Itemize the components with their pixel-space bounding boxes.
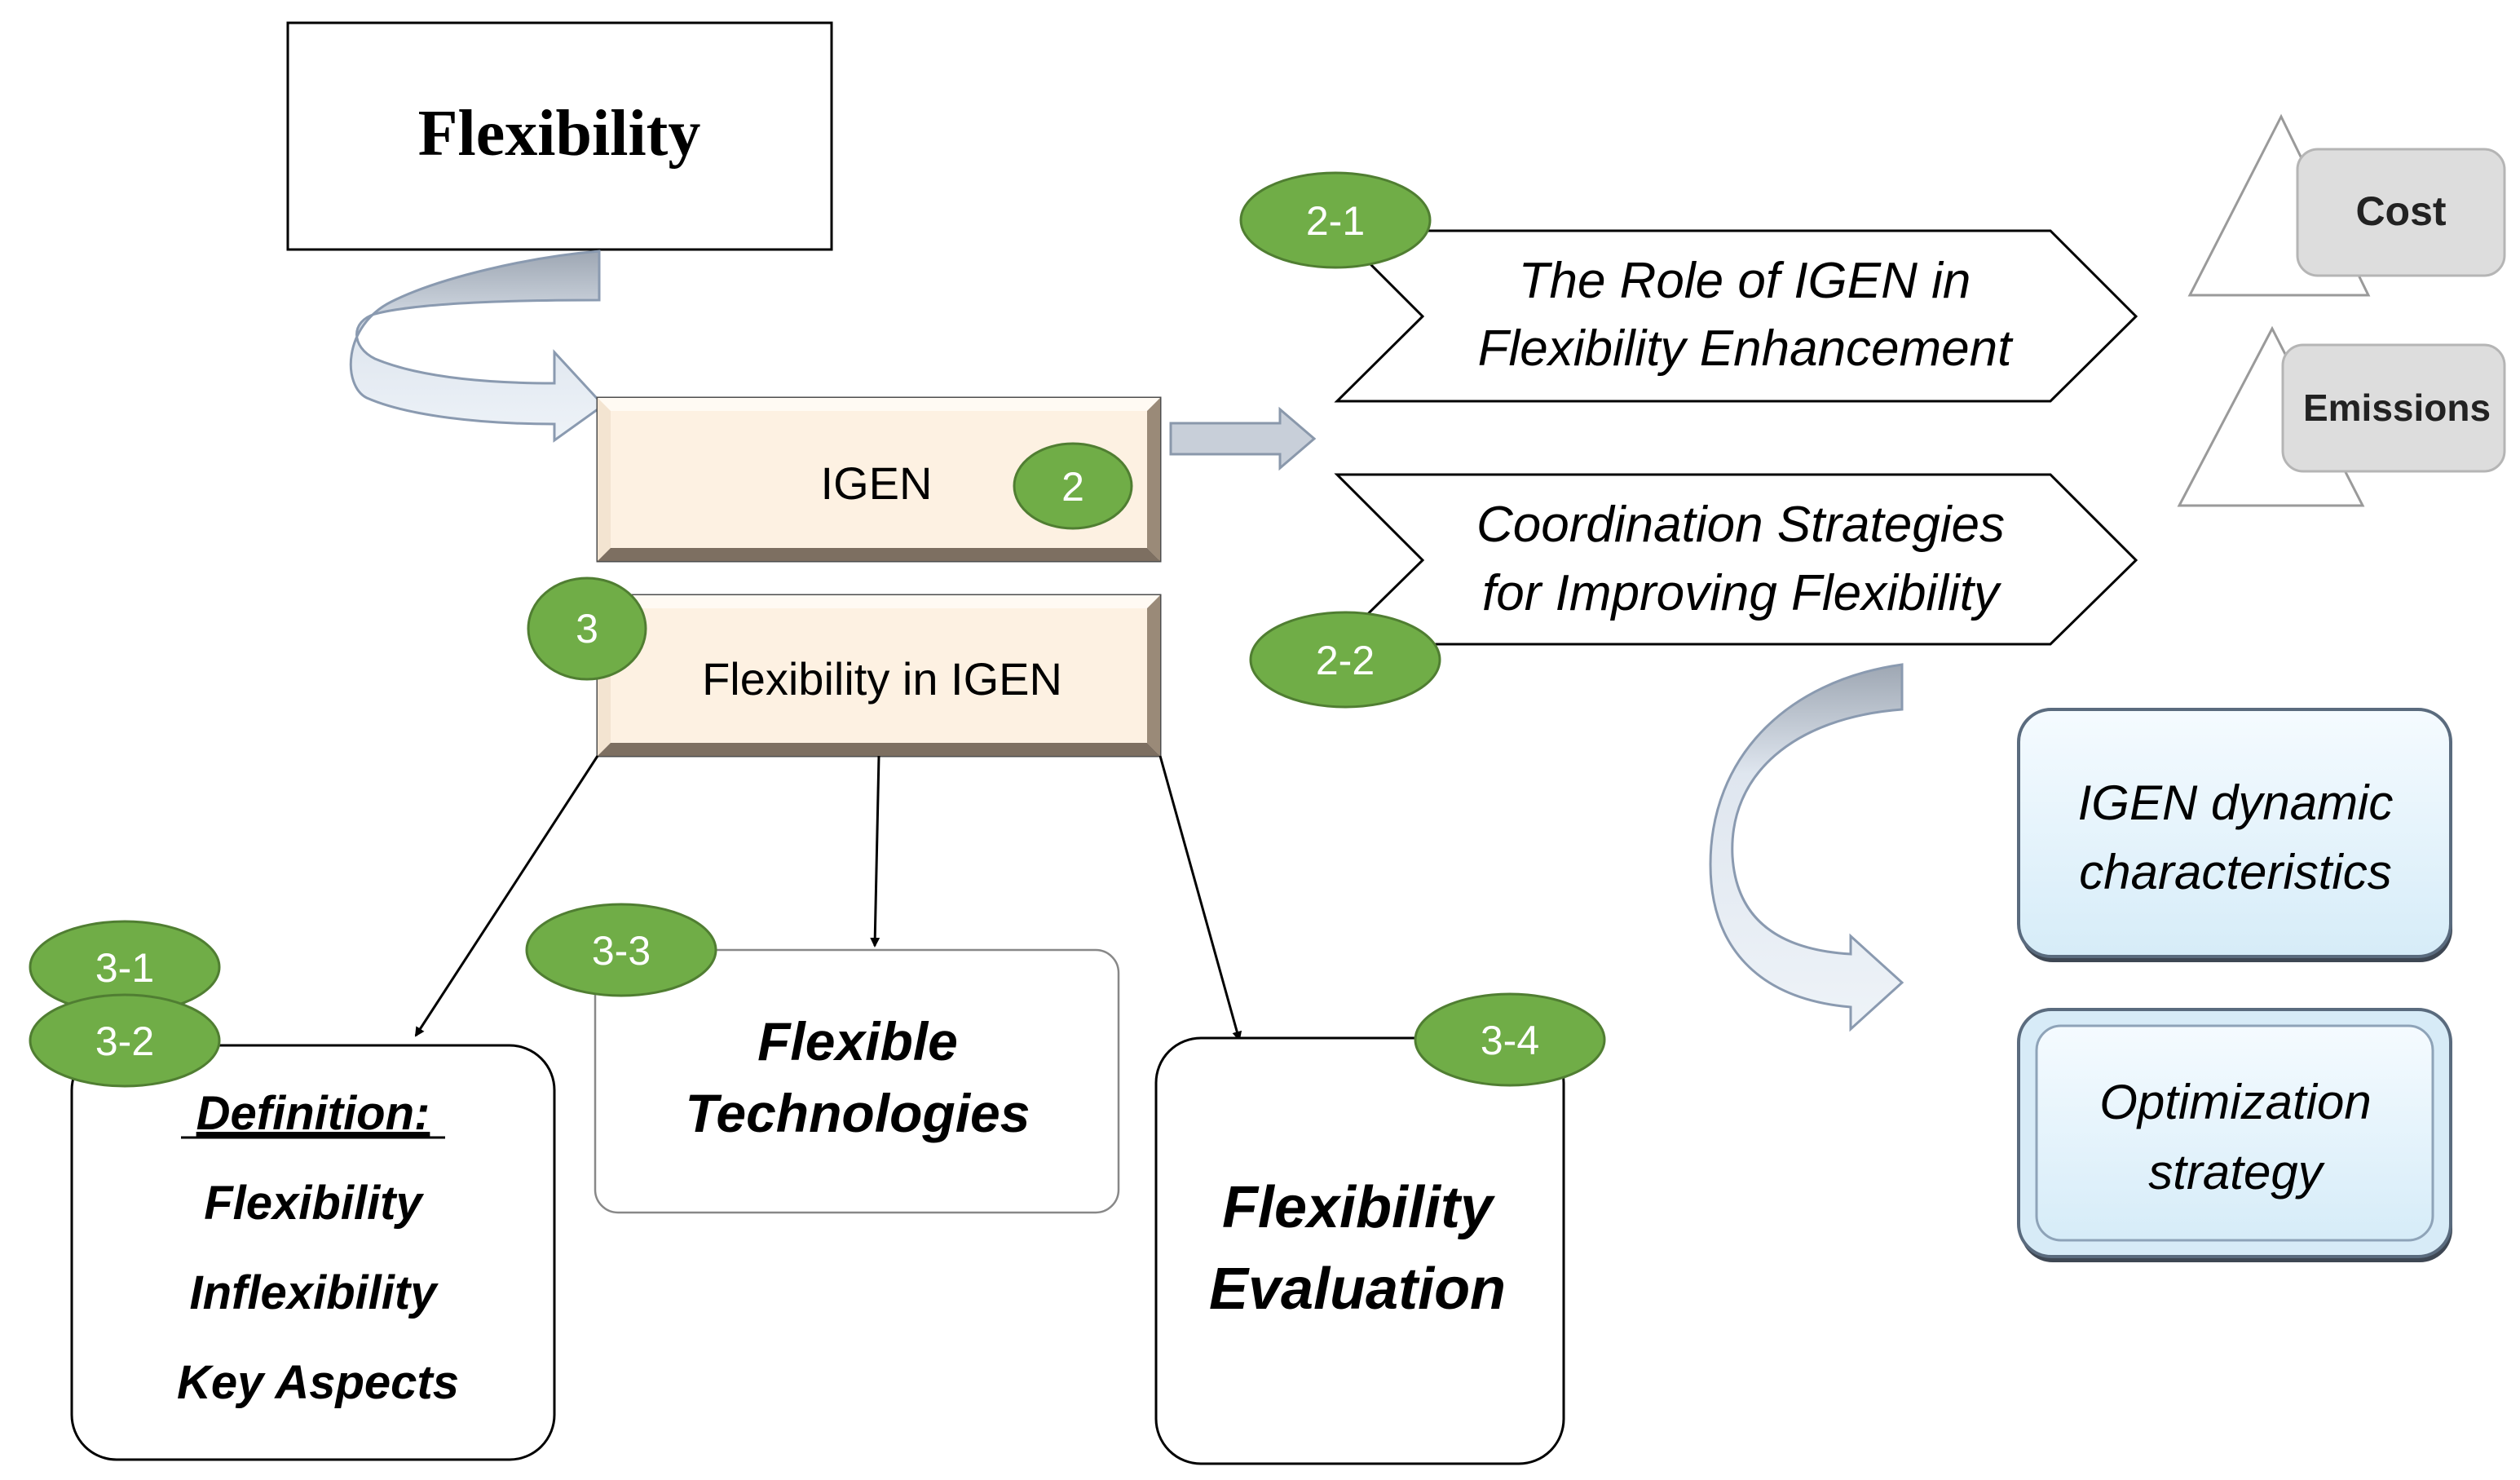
arrow-to-definition	[414, 755, 599, 1037]
flexibility-evaluation-line1: Flexibility	[1222, 1175, 1496, 1240]
flexible-technologies-box: Flexible Technologies	[594, 948, 1120, 1214]
arrow-to-flexible-technologies	[870, 755, 880, 948]
badge-3-3-label: 3-3	[592, 928, 651, 974]
flexibility-in-igen-box: Flexibility in IGEN	[596, 594, 1162, 758]
cost-group: Cost	[2187, 113, 2506, 297]
badge-3-label: 3	[576, 606, 598, 652]
badge-2-1-label: 2-1	[1306, 198, 1365, 244]
igen-dynamic-line1: IGEN dynamic	[2078, 775, 2394, 830]
curved-arrow-to-dynamics	[1709, 663, 1904, 1032]
optimization-line1: Optimization	[2099, 1075, 2371, 1129]
emissions-box	[2281, 343, 2506, 473]
block-arrow-igen-right	[1169, 406, 1317, 471]
definition-heading: Definition:	[196, 1087, 430, 1140]
badge-2-label: 2	[1061, 464, 1084, 510]
igen-box: IGEN	[596, 396, 1162, 563]
flexibility-title-text: Flexibility	[418, 98, 701, 170]
badge-3-1-label: 3-1	[95, 945, 154, 991]
badge-3-4-label: 3-4	[1481, 1018, 1539, 1063]
emissions-label: Emissions	[2303, 387, 2491, 429]
cost-label: Cost	[2355, 188, 2446, 234]
definition-item-key-aspects: Key Aspects	[177, 1356, 459, 1409]
definition-item-flexibility: Flexibility	[204, 1177, 424, 1230]
role-of-igen-line2: Flexibility Enhancement	[1478, 320, 2015, 377]
igen-dynamic-line2: characteristics	[2079, 845, 2391, 899]
badge-3-2-label: 3-2	[95, 1018, 154, 1064]
cost-box	[2296, 148, 2506, 277]
role-of-igen-chevron: The Role of IGEN in Flexibility Enhancem…	[1334, 229, 2138, 403]
badge-3-3: 3-3	[525, 903, 717, 997]
flexibility-title-box: Flexibility	[286, 21, 833, 251]
badge-2: 2	[1013, 442, 1133, 530]
coordination-strategies-line2: for Improving Flexibility	[1482, 565, 2002, 621]
definition-item-inflexibility: Inflexibility	[190, 1266, 439, 1319]
flexibility-evaluation-line2: Evaluation	[1209, 1257, 1506, 1322]
flexible-technologies-line1: Flexible	[757, 1011, 958, 1071]
badge-3: 3	[527, 577, 647, 681]
arrow-to-flexibility-evaluation	[1158, 755, 1242, 1041]
badge-3-4: 3-4	[1414, 992, 1606, 1087]
flexibility-evaluation-box: Flexibility Evaluation	[1154, 1036, 1565, 1465]
flexible-technologies-line2: Technologies	[686, 1083, 1031, 1143]
coordination-strategies-line1: Coordination Strategies	[1476, 497, 2005, 553]
definition-box: Definition: Flexibility Inflexibility Ke…	[70, 1044, 556, 1461]
badge-3-2: 3-2	[29, 993, 221, 1088]
coordination-strategies-chevron: Coordination Strategies for Improving Fl…	[1334, 473, 2138, 646]
flexibility-in-igen-label: Flexibility in IGEN	[702, 653, 1062, 705]
igen-dynamic-characteristics-box: IGEN dynamic characteristics	[2017, 708, 2452, 962]
badge-3-1: 3-1	[29, 920, 221, 1014]
optimization-line2: strategy	[2148, 1145, 2325, 1199]
igen-label: IGEN	[821, 457, 933, 509]
badge-2-2-label: 2-2	[1316, 638, 1375, 683]
badge-2-2: 2-2	[1249, 611, 1441, 709]
optimization-strategy-box: Optimization strategy	[2017, 1008, 2452, 1262]
emissions-group: Emissions	[2177, 325, 2506, 507]
curved-arrow-to-igen	[349, 250, 606, 443]
badge-2-1: 2-1	[1239, 171, 1432, 269]
role-of-igen-line1: The Role of IGEN in	[1519, 253, 1971, 309]
